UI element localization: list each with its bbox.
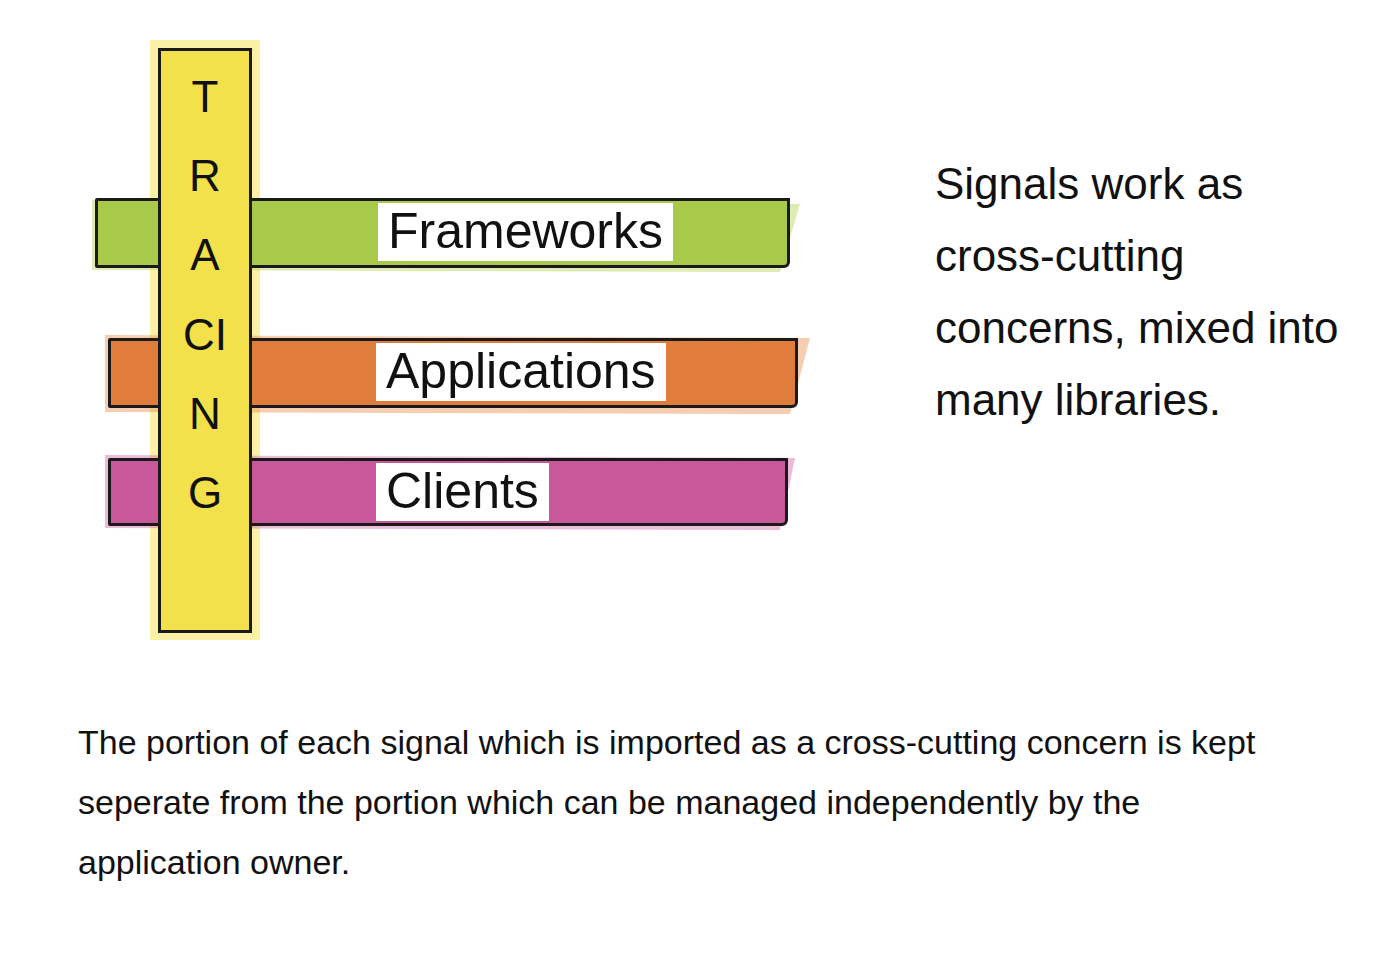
vertical-label: TRACING [183,57,227,532]
footnote: The portion of each signal which is impo… [78,712,1308,892]
band-label: Applications [376,343,666,401]
yellow-wash [150,40,260,640]
band-label: Clients [376,463,549,521]
tracing-bar: TRACING [158,48,252,633]
band-label: Frameworks [378,203,673,261]
side-note: Signals work as cross-cutting concerns, … [935,148,1355,436]
